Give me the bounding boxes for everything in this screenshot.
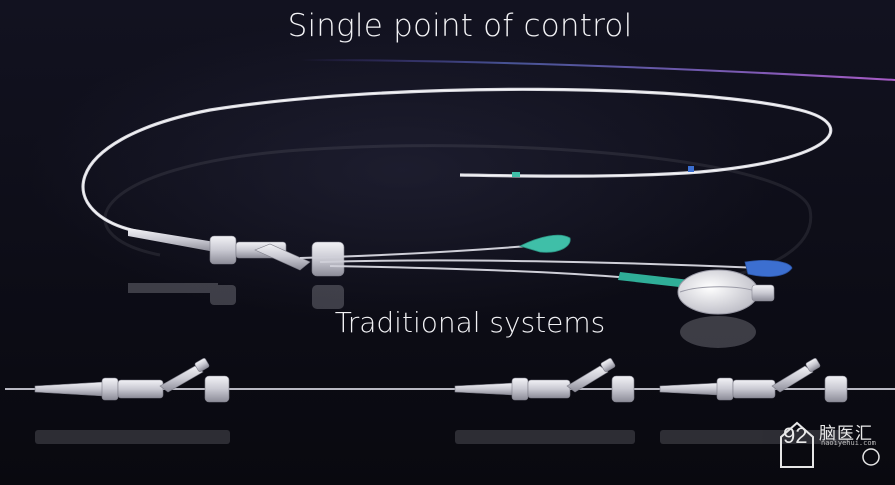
- heading-top: Single point of control: [287, 8, 633, 44]
- heading-middle: Traditional systems: [334, 306, 606, 339]
- teal-handle: [518, 234, 571, 253]
- loop-reflection: [103, 144, 813, 282]
- traditional-hub-1: [34, 358, 230, 403]
- traditional-hub-2: [454, 358, 635, 403]
- main-hub: [209, 235, 345, 277]
- watermark-logo: 92 脑医汇 naoiyehui.com: [779, 415, 889, 471]
- teal-marker: [512, 172, 520, 177]
- blue-marker: [688, 166, 694, 172]
- watermark-site: naoiyehui.com: [821, 439, 876, 447]
- catheter-loop: [81, 87, 833, 234]
- watermark-house-icon: [780, 421, 880, 468]
- traditional-hub-3: [659, 358, 848, 403]
- watermark-brand: 脑医汇: [819, 424, 873, 444]
- blue-handle: [744, 260, 793, 277]
- watermark-number: 92: [783, 423, 808, 448]
- accent-line: [299, 59, 895, 81]
